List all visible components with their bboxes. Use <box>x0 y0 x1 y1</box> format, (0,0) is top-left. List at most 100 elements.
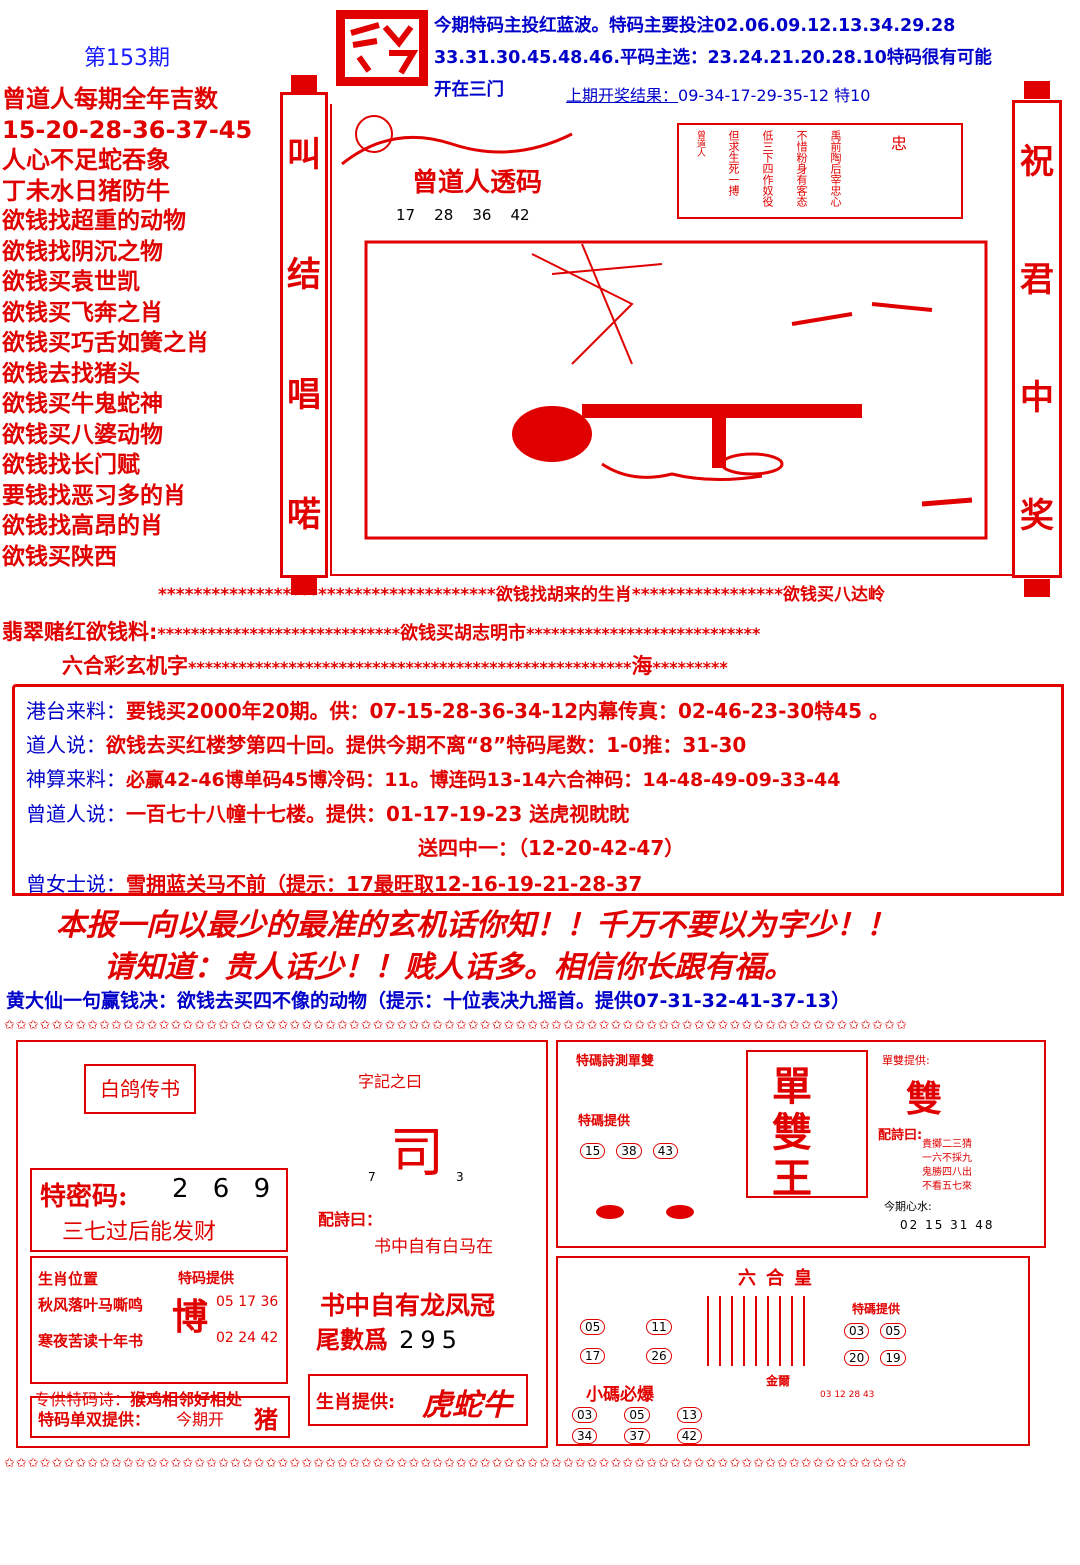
info-label: 曾道人说： <box>26 802 126 826</box>
single-double-box: 特码单双提供： 今期开 猪 <box>30 1396 290 1438</box>
info-row: 神算来料：必赢42-46博单码45博冷码：11。博连码13-14六合神码：14-… <box>26 762 1046 797</box>
star-row-2: 翡翠赌红欲钱料:*****************************欲钱买… <box>2 616 760 646</box>
number-ball: 17 <box>580 1348 606 1364</box>
star-run: ********* <box>652 658 728 677</box>
left-line: 欲钱找阴沉之物 <box>2 238 163 265</box>
verse-mark: 忠 <box>891 134 908 153</box>
today-nums: 02 15 31 48 <box>900 1218 995 1232</box>
info-text: 要钱买2000年20期。供：07-15-28-36-34-12内幕传真：02-4… <box>126 699 890 723</box>
zodiac-pos-label: 生肖位置 <box>38 1270 99 1288</box>
special-poem-label: 专供特码诗： <box>34 1390 131 1409</box>
left-line: 欲钱买飞奔之肖 <box>2 299 163 326</box>
left-column: 曾道人每期全年吉数 15-20-28-36-37-45 人心不足蛇吞象 丁未水日… <box>2 84 274 572</box>
king-char: 王 <box>772 1156 812 1202</box>
header-line-1: 今期特码主投红蓝波。特码主要投注02.06.09.12.13.34.29.28 <box>434 16 956 36</box>
left-line: 欲钱买八婆动物 <box>2 421 163 448</box>
info-row: 送四中一：（12-20-42-47） <box>26 831 1046 865</box>
fortune-poem-line: 一六不採九 <box>922 1153 972 1164</box>
animal-icons <box>596 1205 694 1219</box>
number-ball: 03 <box>572 1407 598 1423</box>
today-label: 今期心水: <box>884 1200 932 1213</box>
bottom-left-panel <box>16 1040 548 1448</box>
left-line: 欲钱买陕西 <box>2 543 117 570</box>
number-ball: 05 <box>580 1319 606 1335</box>
text-block-icon <box>707 1296 805 1366</box>
star-run: ***************************** <box>157 624 401 643</box>
star-run: ************************************** <box>158 585 496 605</box>
scroll-char: 中 <box>1020 378 1054 418</box>
number-ball: 26 <box>646 1348 672 1364</box>
verse-col: 但求生死一搏 <box>727 130 740 196</box>
star-row-1-text2: 欲钱买八达岭 <box>782 585 885 605</box>
star-run: ****************************************… <box>188 658 632 677</box>
star-run: ***************** <box>631 585 783 605</box>
picture-title: 曾道人透码 <box>412 168 543 198</box>
king-char: 雙 <box>772 1110 812 1156</box>
left-line: 要钱找恶习多的肖 <box>2 482 186 509</box>
info-label: 曾女士说： <box>26 872 126 896</box>
secret-value: 2 6 9 <box>172 1174 279 1204</box>
secret-label: 特密码: <box>40 1182 128 1212</box>
special-poem-text: 猴鸡相邻好相处 <box>130 1390 243 1409</box>
scroll-char: 喏 <box>287 495 321 535</box>
scroll-char: 奖 <box>1020 496 1054 536</box>
fortune-poem-line: 貴擲二三猜 <box>922 1139 972 1150</box>
secret-code-box: 特密码: 2 6 9 三七过后能发财 <box>30 1168 288 1252</box>
fortune-poem-line: 不看五七來 <box>922 1181 972 1192</box>
info-label: 神算来料： <box>26 767 126 791</box>
fortune-char: 雙 <box>906 1079 943 1120</box>
info-box <box>12 684 1064 896</box>
pigeon-title: 白鸽传书 <box>100 1077 180 1101</box>
left-line: 15-20-28-36-37-45 <box>2 115 253 144</box>
last-result-label: 上期开奖结果： <box>566 86 679 105</box>
scroll-char: 叫 <box>287 135 321 175</box>
star-row-2-label: 翡翠赌红欲钱料: <box>2 620 158 644</box>
fortune-poem: 貴擲二三猜 一六不採九 鬼勝四八出 不看五七來 <box>922 1138 972 1194</box>
zodiac-label: 生肖提供: <box>316 1392 396 1413</box>
rb-footer: 03 12 28 43 <box>820 1390 875 1400</box>
verse-col: 曾道人 <box>695 130 705 157</box>
special-poem: 专供特码诗：猴鸡相邻好相处 <box>34 1386 242 1410</box>
fortune-label: 單雙提供: <box>882 1054 930 1067</box>
rb-left-nums: 05 11 17 26 <box>580 1316 690 1364</box>
rt-title: 特碼詩測單雙 <box>576 1054 655 1069</box>
info-text: 雪拥蓝关马不前（提示：17最旺取12-16-19-21-28-37 <box>126 872 643 896</box>
info-text: 必赢42-46博单码45博冷码：11。博连码13-14六合神码：14-48-49… <box>126 769 841 791</box>
pigeon-box: 白鸽传书 <box>84 1064 196 1114</box>
number-ball: 05 <box>880 1323 906 1339</box>
number-ball: 05 <box>624 1407 650 1423</box>
king-char: 單 <box>772 1064 812 1110</box>
verse-col: 不惜粉身有客态 <box>795 130 808 207</box>
info-row: 道人说：欲钱去买红楼梦第四十回。提供今期不离“8”特码尾数：1-0推：31-30 <box>26 728 1046 762</box>
zodiac-value: 虎蛇牛 <box>422 1388 512 1423</box>
num-three: 3 <box>456 1170 464 1184</box>
star-row-2-text: 欲钱买胡志明市 <box>400 623 527 644</box>
slogan-line-2: 请知道：贵人话少！！贱人话多。相信你长跟有福。 <box>104 950 794 985</box>
rb-right-nums: 03 05 20 19 <box>844 1320 924 1366</box>
info-row: 曾女士说：雪拥蓝关马不前（提示：17最旺取12-16-19-21-28-37 <box>26 867 1046 901</box>
single-double-text: 今期开 <box>176 1410 225 1429</box>
star-run: **************************** <box>526 624 761 643</box>
issue-number: 第153期 <box>84 46 170 71</box>
right-bottom-panel <box>556 1256 1030 1446</box>
picture-verse: 忠 禹前陶后宰忠心 不惜粉身有客态 低三下四作奴役 但求生死一搏 曾道人 <box>694 130 907 207</box>
number-ball: 03 <box>844 1323 870 1339</box>
number-ball: 13 <box>676 1407 703 1423</box>
star-row-3: 六合彩玄机字**********************************… <box>62 650 728 680</box>
last-result-value: 09-34-17-29-35-12 特10 <box>678 86 871 105</box>
info-text: 送四中一：（12-20-42-47） <box>418 836 685 860</box>
scroll-char: 结 <box>287 255 321 295</box>
left-line: 欲钱找超重的动物 <box>2 208 186 234</box>
special-nums: 02 24 42 <box>216 1330 279 1346</box>
poem-line: 寒夜苦读十年书 <box>38 1332 144 1350</box>
rb-right-label: 特碼提供 <box>852 1302 901 1316</box>
poem-line: 秋风落叶马嘶鸣 <box>38 1296 144 1314</box>
zodiac-pos-box: 生肖位置 秋风落叶马嘶鸣 寒夜苦读十年书 特码提供 博 05 17 36 02 … <box>30 1256 288 1384</box>
left-line: 欲钱找高昂的肖 <box>2 513 163 539</box>
rb-center-block <box>700 1296 830 1372</box>
big-char: 司 <box>390 1121 444 1184</box>
info-text: 一百七十八幢十七楼。提供：01-17-19-23 送虎视眈眈 <box>126 802 630 826</box>
tail-row: 尾數爲 295 <box>316 1320 463 1355</box>
left-line: 欲钱找长门赋 <box>2 452 140 478</box>
star-row-1: ************************************** 欲钱… <box>158 580 885 605</box>
